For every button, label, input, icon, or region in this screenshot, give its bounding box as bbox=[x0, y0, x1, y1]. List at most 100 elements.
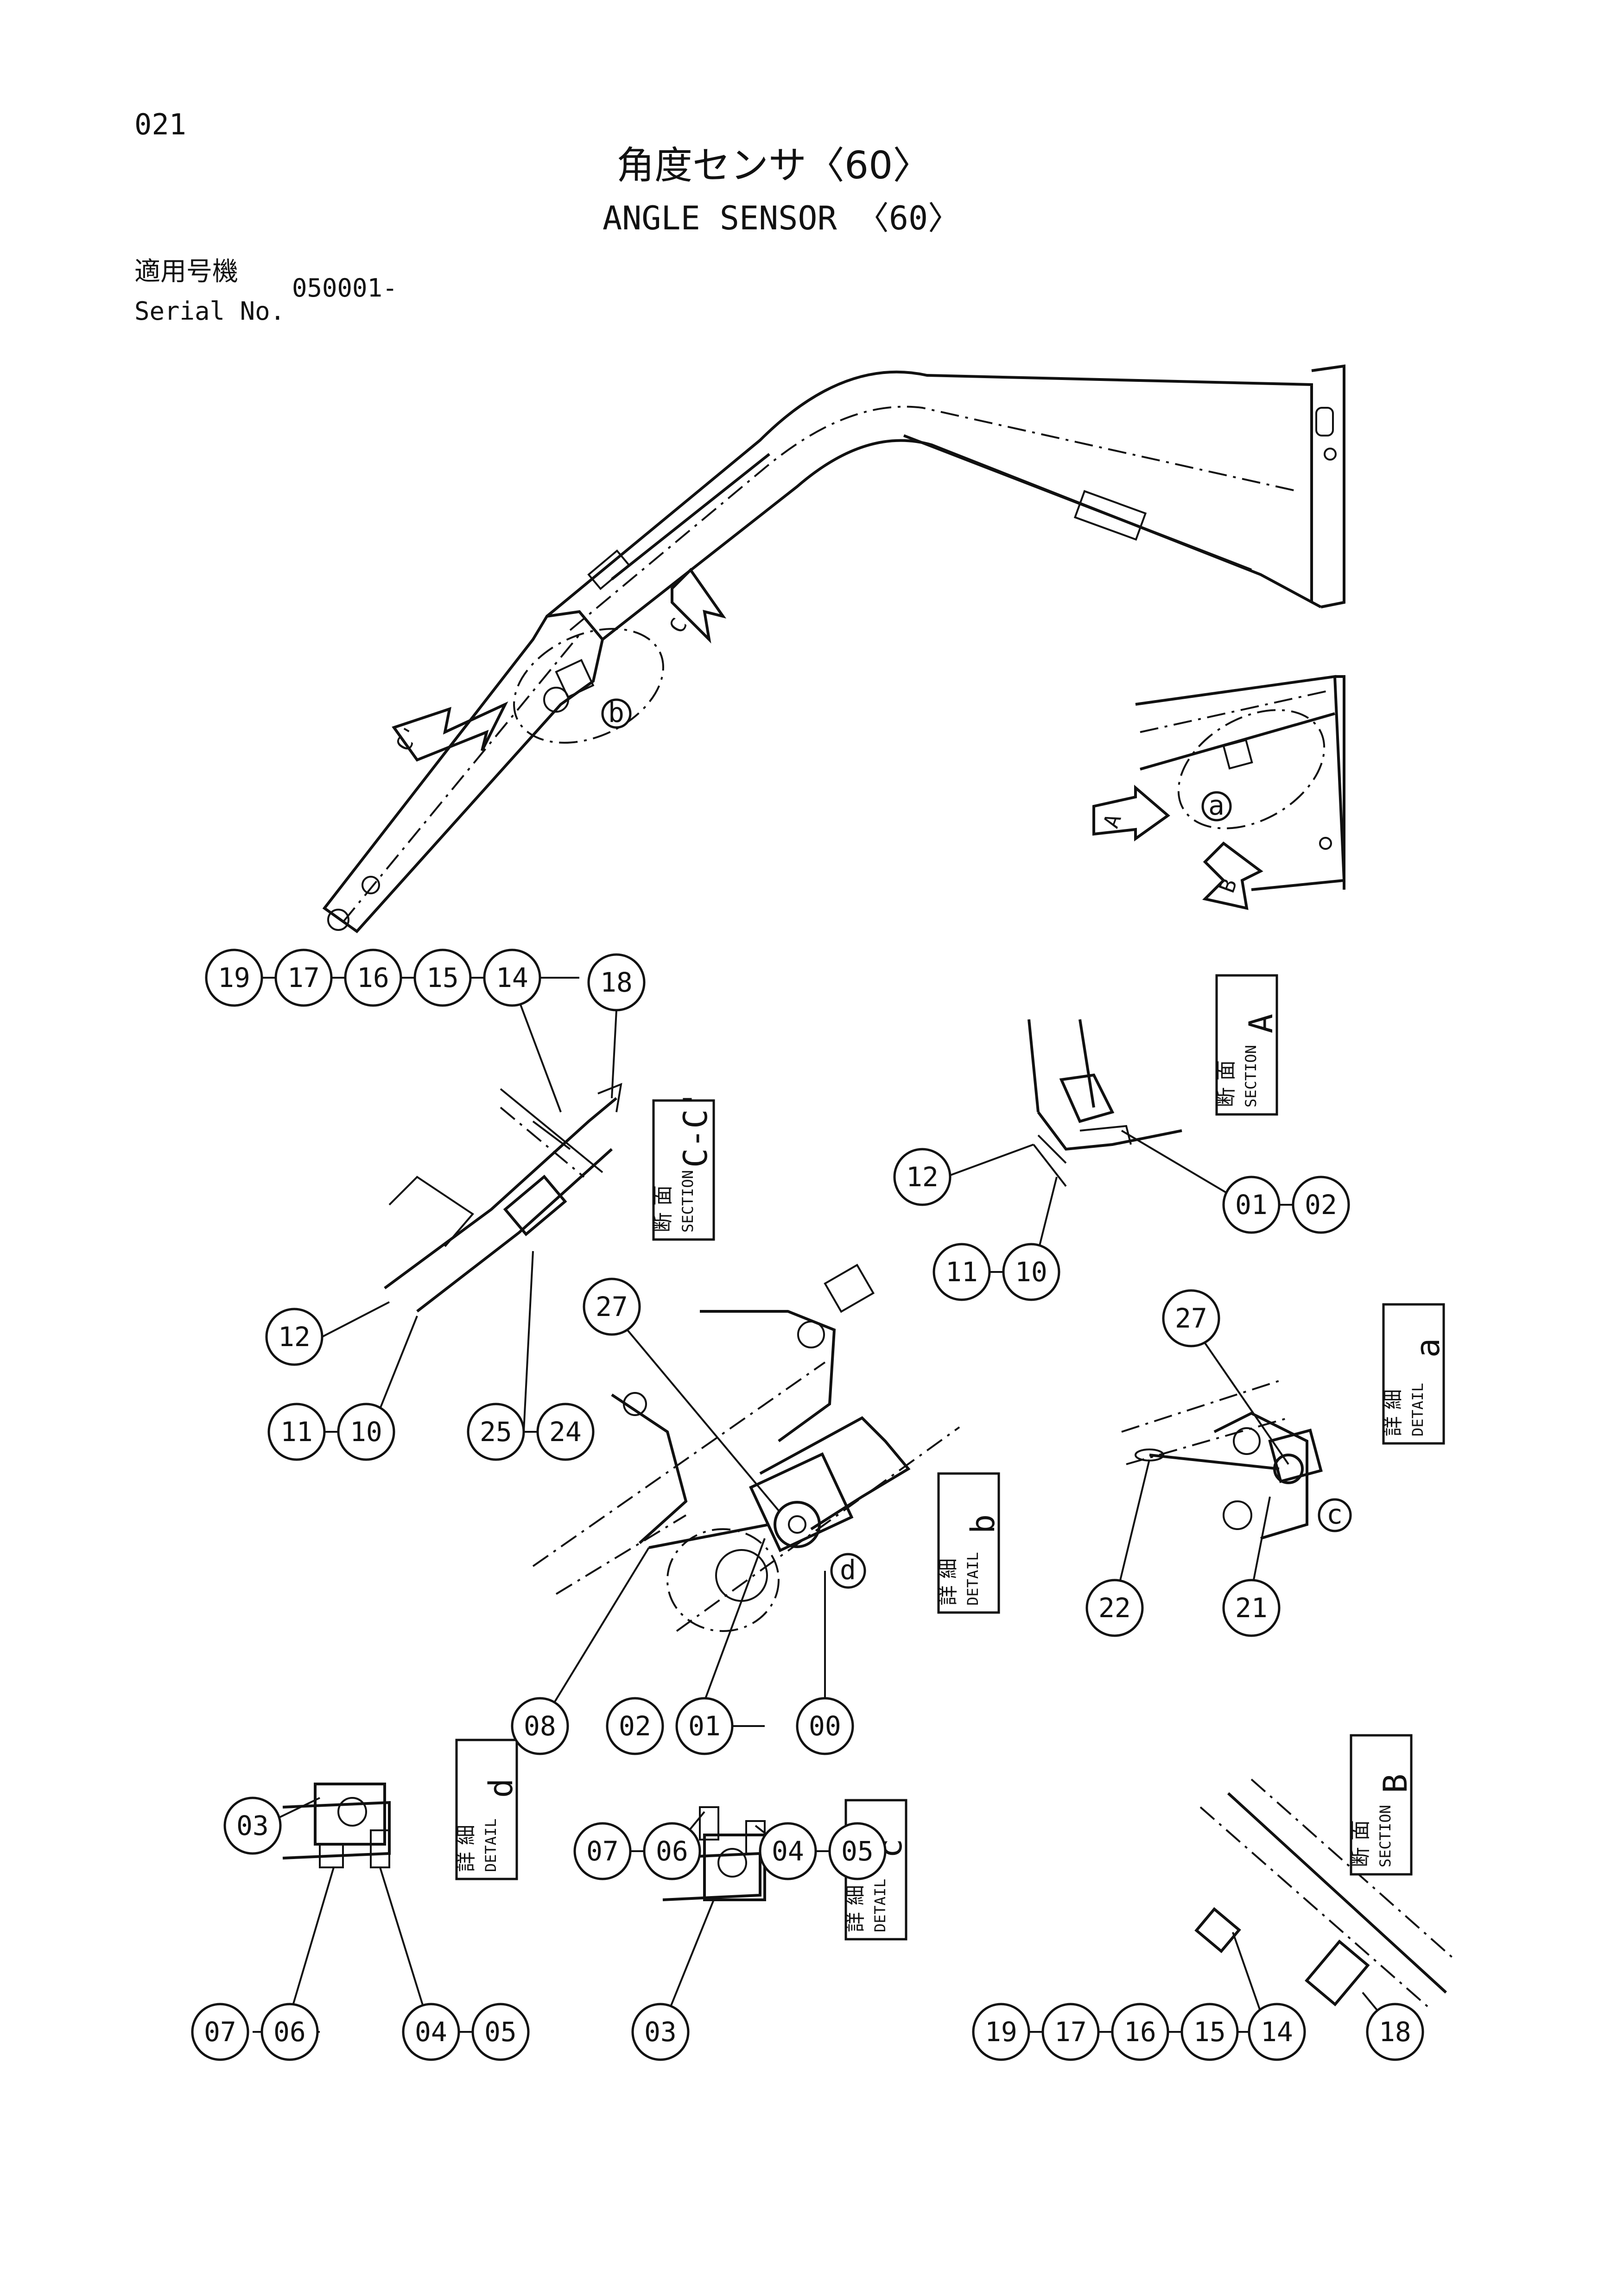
marker-d: d bbox=[830, 1553, 866, 1589]
callouts-detail-b: 27 08 02 01 00 bbox=[511, 1278, 854, 1755]
callout-bubble: 07 bbox=[191, 2003, 249, 2061]
marker-c: c bbox=[1318, 1498, 1352, 1532]
svg-text:断 面: 断 面 bbox=[651, 1185, 675, 1233]
callout-bubble: 16 bbox=[1111, 2003, 1169, 2061]
callout-bubble: 06 bbox=[260, 2003, 319, 2061]
svg-text:詳 細: 詳 細 bbox=[844, 1885, 867, 1932]
svg-text:03: 03 bbox=[236, 1810, 269, 1841]
callouts-top-cc: 19 17 16 15 14 18 bbox=[205, 949, 646, 1012]
svg-text:DETAIL: DETAIL bbox=[1409, 1383, 1427, 1436]
callout-bubble: 10 bbox=[337, 1403, 395, 1461]
detail-b-label: 詳 細 DETAIL b bbox=[936, 1472, 1002, 1614]
callout-bubble: 12 bbox=[265, 1308, 324, 1366]
section-a-label: 断 面 SECTION A bbox=[1214, 974, 1280, 1116]
callout-bubble: 15 bbox=[413, 949, 472, 1007]
callout-bubble: 15 bbox=[1180, 2003, 1239, 2061]
svg-text:07: 07 bbox=[586, 1835, 619, 1867]
detail-d-view bbox=[282, 1783, 391, 1868]
callout-bubble: 08 bbox=[511, 1697, 569, 1755]
svg-text:27: 27 bbox=[1175, 1303, 1207, 1334]
svg-text:10: 10 bbox=[350, 1416, 382, 1448]
svg-text:00: 00 bbox=[809, 1710, 841, 1742]
svg-text:断 面: 断 面 bbox=[1214, 1060, 1238, 1107]
callouts-detail-a: 27 22 21 bbox=[1085, 1289, 1281, 1637]
svg-text:11: 11 bbox=[280, 1416, 313, 1448]
detail-a-view bbox=[1121, 1380, 1323, 1540]
svg-text:19: 19 bbox=[218, 962, 250, 993]
svg-text:06: 06 bbox=[656, 1835, 688, 1867]
svg-text:18: 18 bbox=[600, 967, 633, 998]
callouts-section-a: 12 11 10 01 02 bbox=[893, 1148, 1350, 1301]
callout-bubble: 06 bbox=[643, 1822, 701, 1880]
svg-text:01: 01 bbox=[688, 1710, 721, 1742]
svg-text:断 面: 断 面 bbox=[1349, 1820, 1372, 1867]
callout-bubble: 24 bbox=[536, 1403, 595, 1461]
serial-label-en: Serial No. bbox=[134, 297, 285, 326]
svg-text:03: 03 bbox=[644, 2016, 677, 2048]
marker-b: b bbox=[601, 697, 632, 729]
svg-text:15: 15 bbox=[1193, 2016, 1226, 2048]
marker-a: a bbox=[1201, 790, 1232, 822]
detail-b-view bbox=[532, 1264, 960, 1632]
svg-text:17: 17 bbox=[287, 962, 320, 993]
svg-text:b: b bbox=[608, 697, 624, 728]
svg-text:A: A bbox=[1242, 1014, 1280, 1033]
svg-text:SECTION: SECTION bbox=[1377, 1805, 1394, 1867]
svg-text:22: 22 bbox=[1098, 1592, 1131, 1624]
callout-bubble: 27 bbox=[1162, 1289, 1220, 1347]
svg-text:24: 24 bbox=[549, 1416, 582, 1448]
callout-bubble: 01 bbox=[675, 1697, 734, 1755]
serial-value: 050001- bbox=[292, 273, 398, 303]
svg-text:d: d bbox=[840, 1554, 856, 1586]
boom-arm-overview bbox=[322, 364, 1345, 934]
section-a-view bbox=[1028, 1019, 1182, 1187]
svg-text:DETAIL: DETAIL bbox=[871, 1879, 889, 1932]
callout-bubble: 04 bbox=[759, 1822, 817, 1880]
svg-text:08: 08 bbox=[524, 1710, 556, 1742]
callouts-left-cc: 12 11 10 25 24 bbox=[265, 1308, 595, 1461]
section-cc-label: 断 面 SECTION C-C' bbox=[651, 1089, 715, 1241]
svg-text:DETAIL: DETAIL bbox=[482, 1818, 500, 1872]
callout-bubble: 11 bbox=[933, 1243, 991, 1301]
callout-bubble: 05 bbox=[471, 2003, 530, 2061]
svg-text:d: d bbox=[482, 1778, 520, 1798]
callout-bubble: 03 bbox=[631, 2003, 690, 2061]
section-b-label: 断 面 SECTION B bbox=[1349, 1734, 1415, 1876]
svg-text:02: 02 bbox=[619, 1710, 651, 1742]
callout-bubble: 18 bbox=[587, 953, 646, 1012]
callout-bubble: 22 bbox=[1085, 1579, 1144, 1637]
svg-text:11: 11 bbox=[945, 1256, 978, 1288]
svg-text:詳 細: 詳 細 bbox=[936, 1558, 960, 1606]
arrow-label-b: B bbox=[1214, 875, 1242, 896]
svg-text:10: 10 bbox=[1015, 1256, 1047, 1288]
svg-text:12: 12 bbox=[278, 1321, 311, 1353]
callout-bubble: 16 bbox=[344, 949, 402, 1007]
svg-text:21: 21 bbox=[1235, 1592, 1268, 1624]
svg-text:05: 05 bbox=[841, 1835, 874, 1867]
callout-bubble: 19 bbox=[205, 949, 263, 1007]
callout-bubble: 11 bbox=[267, 1403, 326, 1461]
svg-text:12: 12 bbox=[906, 1161, 939, 1193]
svg-text:14: 14 bbox=[496, 962, 528, 993]
callout-bubble: 27 bbox=[583, 1278, 641, 1336]
boom-foot-view bbox=[1092, 675, 1346, 910]
section-b-view bbox=[1194, 1778, 1456, 2007]
svg-text:17: 17 bbox=[1054, 2016, 1087, 2048]
callout-bubble: 21 bbox=[1222, 1579, 1281, 1637]
svg-text:詳 細: 詳 細 bbox=[1381, 1389, 1405, 1436]
detail-d-label: 詳 細 DETAIL d bbox=[454, 1739, 520, 1880]
callout-bubble: 02 bbox=[1292, 1176, 1350, 1234]
svg-text:02: 02 bbox=[1305, 1189, 1337, 1221]
svg-text:05: 05 bbox=[484, 2016, 517, 2048]
svg-text:14: 14 bbox=[1261, 2016, 1293, 2048]
svg-text:c: c bbox=[1326, 1499, 1343, 1530]
svg-text:SECTION: SECTION bbox=[679, 1170, 697, 1233]
callout-bubble: 10 bbox=[1002, 1243, 1060, 1301]
callout-bubble: 02 bbox=[606, 1697, 664, 1755]
svg-text:C-C': C-C' bbox=[677, 1089, 715, 1168]
callout-bubble: 14 bbox=[1248, 2003, 1306, 2061]
callout-bubble: 25 bbox=[467, 1403, 525, 1461]
detail-a-label: 詳 細 DETAIL a bbox=[1381, 1303, 1447, 1445]
svg-text:01: 01 bbox=[1235, 1189, 1268, 1221]
